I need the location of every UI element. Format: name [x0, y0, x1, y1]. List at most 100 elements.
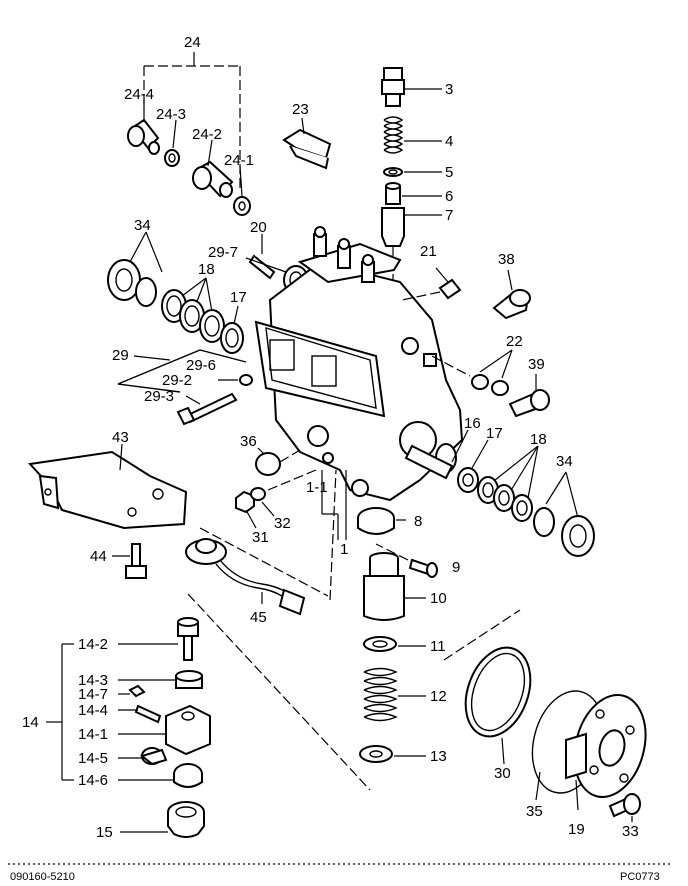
label-13: 13 — [430, 748, 447, 765]
footer-right-code: PC0773 — [620, 871, 660, 883]
label-14-2: 14-2 — [78, 636, 108, 653]
label-23: 23 — [292, 101, 309, 118]
part-8-clip — [357, 507, 406, 535]
group-14-bracket — [46, 643, 74, 781]
label-30: 30 — [494, 765, 511, 782]
label-4: 4 — [445, 133, 453, 150]
label-21: 21 — [420, 243, 437, 260]
label-14-5: 14-5 — [78, 750, 108, 767]
label-32: 32 — [274, 515, 291, 532]
part-4-spring — [383, 116, 442, 154]
part-14-1-block — [118, 704, 211, 756]
part-24-4-plug — [127, 100, 160, 155]
label-19: 19 — [568, 821, 585, 838]
label-24-4: 24-4 — [124, 86, 154, 103]
label-14-4: 14-4 — [78, 702, 108, 719]
callout-labels: 24 24-4 24-3 24-2 24-1 23 3 4 5 6 7 34 2… — [22, 34, 639, 841]
part-29-3-bolt — [176, 392, 238, 426]
label-24-2: 24-2 — [192, 126, 222, 143]
part-10-sleeve — [363, 552, 426, 621]
label-38: 38 — [498, 251, 515, 268]
part-45-solenoid-cable — [185, 469, 337, 616]
part-21-bolt — [401, 267, 462, 301]
label-14-3: 14-3 — [78, 672, 108, 689]
part-20-screw — [248, 234, 276, 280]
label-35: 35 — [526, 803, 543, 820]
label-18-lower: 18 — [530, 431, 547, 448]
label-17-lower: 17 — [486, 425, 503, 442]
part-29-gasket-bracket — [117, 349, 247, 393]
part-39-bolt — [508, 374, 550, 418]
part-14-6-cap — [118, 763, 203, 788]
label-3: 3 — [445, 81, 453, 98]
part-24-2-fitting — [192, 139, 234, 198]
part-18-shims-right — [477, 445, 539, 522]
part-29-2-oring — [218, 374, 253, 386]
label-34-upper: 34 — [134, 217, 151, 234]
part-6-valve — [385, 182, 442, 205]
label-20: 20 — [250, 219, 267, 236]
label-31: 31 — [252, 529, 269, 546]
part-23-clamp — [282, 117, 332, 170]
label-29-3: 29-3 — [144, 388, 174, 405]
part-14-4-pin — [118, 704, 162, 724]
label-36: 36 — [240, 433, 257, 450]
part-16-shaft — [404, 429, 469, 480]
part-24-1-washer — [233, 165, 251, 216]
part-17-washer-left — [220, 305, 244, 354]
label-18-upper: 18 — [198, 261, 215, 278]
part-18-shims-left — [161, 277, 225, 343]
part-24-3-washer — [164, 119, 180, 167]
footer-left-code: 090160-5210 — [10, 871, 75, 883]
label-24-3: 24-3 — [156, 106, 186, 123]
label-29-7: 29-7 — [208, 244, 238, 261]
part-44-bolt — [112, 543, 147, 579]
label-12: 12 — [430, 688, 447, 705]
part-13-seat — [359, 745, 426, 763]
part-15-cap — [120, 801, 205, 838]
part-43-bracket — [27, 443, 188, 530]
label-5: 5 — [445, 164, 453, 181]
label-14-7: 14-7 — [78, 686, 108, 703]
part-34-bearing-left — [107, 231, 163, 307]
label-39: 39 — [528, 356, 545, 373]
part-30-oring — [443, 609, 532, 765]
part-9-screw — [375, 543, 438, 578]
label-24-1: 24-1 — [224, 152, 254, 169]
part-1-1-marker — [321, 470, 347, 540]
part-33-bolt — [608, 793, 641, 822]
label-17-upper: 17 — [230, 289, 247, 306]
part-14-3-nut — [118, 670, 203, 689]
part-12-spring — [363, 667, 426, 722]
part-31-nut — [235, 490, 257, 529]
label-22: 22 — [506, 333, 523, 350]
label-14-6: 14-6 — [78, 772, 108, 789]
label-1-1: 1-1 — [306, 479, 328, 496]
part-14-7-screw — [118, 684, 146, 698]
label-29: 29 — [112, 347, 129, 364]
label-10: 10 — [430, 590, 447, 607]
label-9: 9 — [452, 559, 460, 576]
part-22-washers — [471, 349, 513, 396]
label-29-2: 29-2 — [162, 372, 192, 389]
part-38-bolt — [492, 269, 531, 320]
part-36-cap — [255, 447, 301, 476]
label-7: 7 — [445, 207, 453, 224]
part-14-2-bolt — [118, 617, 199, 661]
label-33: 33 — [622, 823, 639, 840]
label-43: 43 — [112, 429, 129, 446]
part-17-washer-right — [457, 439, 489, 493]
label-15: 15 — [96, 824, 113, 841]
label-1: 1 — [340, 541, 348, 558]
part-5-gasket — [383, 167, 442, 177]
label-11: 11 — [430, 638, 446, 655]
part-3-valve-holder — [381, 67, 442, 107]
label-14-1: 14-1 — [78, 726, 108, 743]
label-24: 24 — [184, 34, 201, 51]
part-34-bearing-right — [533, 471, 595, 557]
label-34-lower: 34 — [556, 453, 573, 470]
label-8: 8 — [414, 513, 422, 530]
part-32-washer — [250, 469, 317, 517]
part-14-5-bushing — [118, 747, 168, 766]
